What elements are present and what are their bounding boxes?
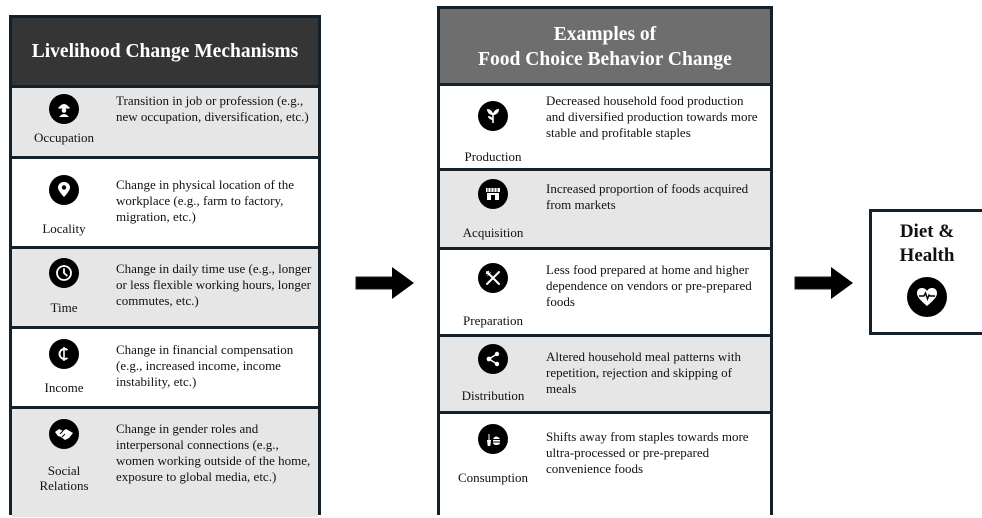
row-desc-time: Change in daily time use (e.g., longer o…: [116, 261, 312, 308]
row-label-income: Income: [44, 380, 84, 395]
row-desc-occupation: Transition in job or profession (e.g., n…: [116, 93, 309, 124]
livelihood-mechanisms-panel: Livelihood Change Mechanisms Occupation …: [9, 15, 321, 517]
list-item-locality: Locality Change in physical location of …: [12, 156, 318, 246]
list-item-consumption: Consumption Shifts away from staples tow…: [440, 411, 770, 518]
list-item-occupation: Occupation Transition in job or professi…: [12, 85, 318, 156]
storefront-icon: [478, 179, 508, 209]
clock-icon: [49, 258, 79, 288]
handshake-icon: [49, 419, 79, 449]
diet-health-title: Diet & Health: [892, 220, 962, 268]
location-pin-icon: [49, 175, 79, 205]
row-label-production: Production: [464, 149, 522, 164]
right-arrow-icon: [355, 267, 414, 299]
row-label-time: Time: [50, 300, 78, 315]
row-label-social-relations: Social Relations: [39, 463, 89, 493]
food-choice-panel: Examples of Food Choice Behavior Change …: [437, 6, 773, 518]
diet-health-box: Diet & Health: [869, 209, 982, 335]
row-label-acquisition: Acquisition: [462, 225, 524, 240]
diet-health-label: Diet & Health: [899, 221, 955, 266]
livelihood-header: Livelihood Change Mechanisms: [12, 18, 318, 85]
list-item-preparation: Preparation Less food prepared at home a…: [440, 247, 770, 334]
worker-icon: [49, 94, 79, 124]
list-item-time: Time Change in daily time use (e.g., lon…: [12, 246, 318, 326]
list-item-social-relations: Social Relations Change in gender roles …: [12, 406, 318, 517]
food-choice-header: Examples of Food Choice Behavior Change: [440, 9, 770, 83]
row-desc-income: Change in financial compensation (e.g., …: [116, 342, 294, 389]
list-item-income: Income Change in financial compensation …: [12, 326, 318, 406]
row-label-distribution: Distribution: [461, 388, 525, 403]
fork-knife-icon: [478, 263, 508, 293]
row-desc-locality: Change in physical location of the workp…: [116, 177, 294, 224]
fast-food-icon: [478, 424, 508, 454]
list-item-distribution: Distribution Altered household meal patt…: [440, 334, 770, 411]
heart-pulse-icon: [907, 277, 947, 317]
row-desc-production: Decreased household food production and …: [546, 93, 758, 140]
row-label-occupation: Occupation: [34, 130, 94, 145]
row-desc-distribution: Altered household meal patterns with rep…: [546, 349, 741, 396]
row-label-locality: Locality: [42, 221, 86, 236]
food-choice-title-line1: Examples of: [553, 24, 657, 45]
list-item-acquisition: Acquisition Increased proportion of food…: [440, 168, 770, 247]
cedi-currency-icon: [49, 339, 79, 369]
food-choice-title-line2: Food Choice Behavior Change: [478, 49, 732, 70]
row-label-preparation: Preparation: [463, 313, 523, 328]
row-desc-acquisition: Increased proportion of foods acquired f…: [546, 181, 749, 212]
row-label-consumption: Consumption: [457, 470, 529, 485]
row-desc-preparation: Less food prepared at home and higher de…: [546, 262, 752, 309]
list-item-production: Production Decreased household food prod…: [440, 83, 770, 168]
plant-icon: [478, 101, 508, 131]
right-arrow-icon: [794, 267, 853, 299]
share-nodes-icon: [478, 344, 508, 374]
row-desc-social-relations: Change in gender roles and interpersonal…: [116, 421, 311, 484]
row-desc-consumption: Shifts away from staples towards more ul…: [546, 429, 749, 476]
